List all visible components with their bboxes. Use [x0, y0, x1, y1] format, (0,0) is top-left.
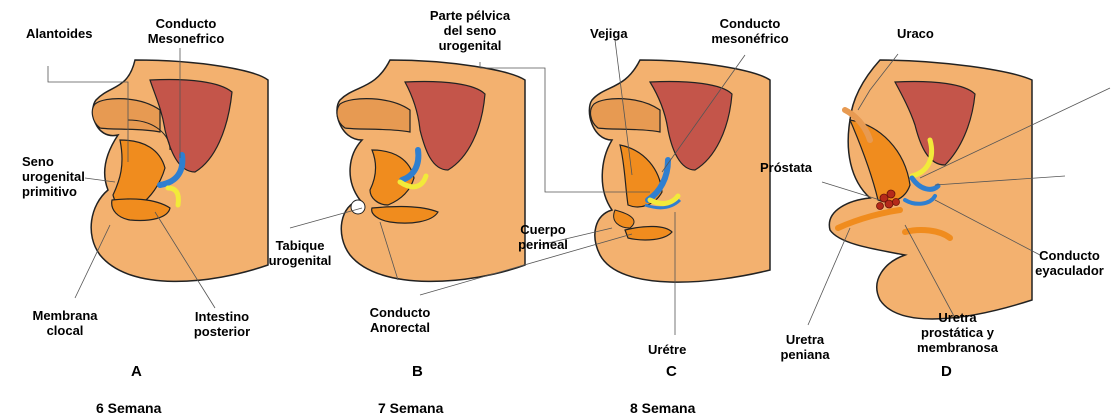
label-uraco: Uraco [897, 26, 934, 41]
panel-b-drawing [337, 60, 525, 281]
label-uretra-peniana: Uretra peniana [770, 332, 840, 362]
label-conducto-eyaculador: Conducto eyaculador [1022, 248, 1117, 278]
panel-d-drawing [829, 60, 1032, 319]
week-label-c: 8 Semana [630, 401, 695, 416]
label-cuerpo-perineal: Cuerpo perineal [508, 222, 578, 252]
week-label-b: 7 Semana [378, 401, 443, 416]
label-alantoides: Alantoides [26, 26, 92, 41]
panel-b-notch [351, 200, 365, 214]
label-conducto-mesonefrico-a: Conducto Mesonefrico [136, 16, 236, 46]
label-uretra-prostatica: Uretra prostática y membranosa [905, 310, 1010, 355]
week-label-a: 6 Semana [96, 401, 161, 416]
label-uretre: Urétre [648, 342, 686, 357]
panel-letter-c: C [666, 364, 677, 379]
label-membrana-clocal: Membrana clocal [25, 308, 105, 338]
panel-b-allantois [337, 99, 410, 132]
label-conducto-anorectal: Conducto Anorectal [355, 305, 445, 335]
panel-letter-d: D [941, 364, 952, 379]
label-intestino-posterior: Intestino posterior [182, 309, 262, 339]
label-vejiga: Vejiga [590, 26, 628, 41]
panel-letter-b: B [412, 364, 423, 379]
label-prostata: Próstata [760, 160, 812, 175]
label-seno-urogenital-primitivo: Seno urogenital primitivo [22, 154, 85, 199]
label-conducto-mesonefrico-c: Conducto mesonéfrico [700, 16, 800, 46]
panel-c-drawing [589, 60, 770, 282]
panel-letter-a: A [131, 364, 142, 379]
label-tabique-urogenital: Tabique urogenital [260, 238, 340, 268]
panel-a-drawing [91, 60, 268, 281]
label-parte-pelvica: Parte pélvica del seno urogenital [410, 8, 530, 53]
